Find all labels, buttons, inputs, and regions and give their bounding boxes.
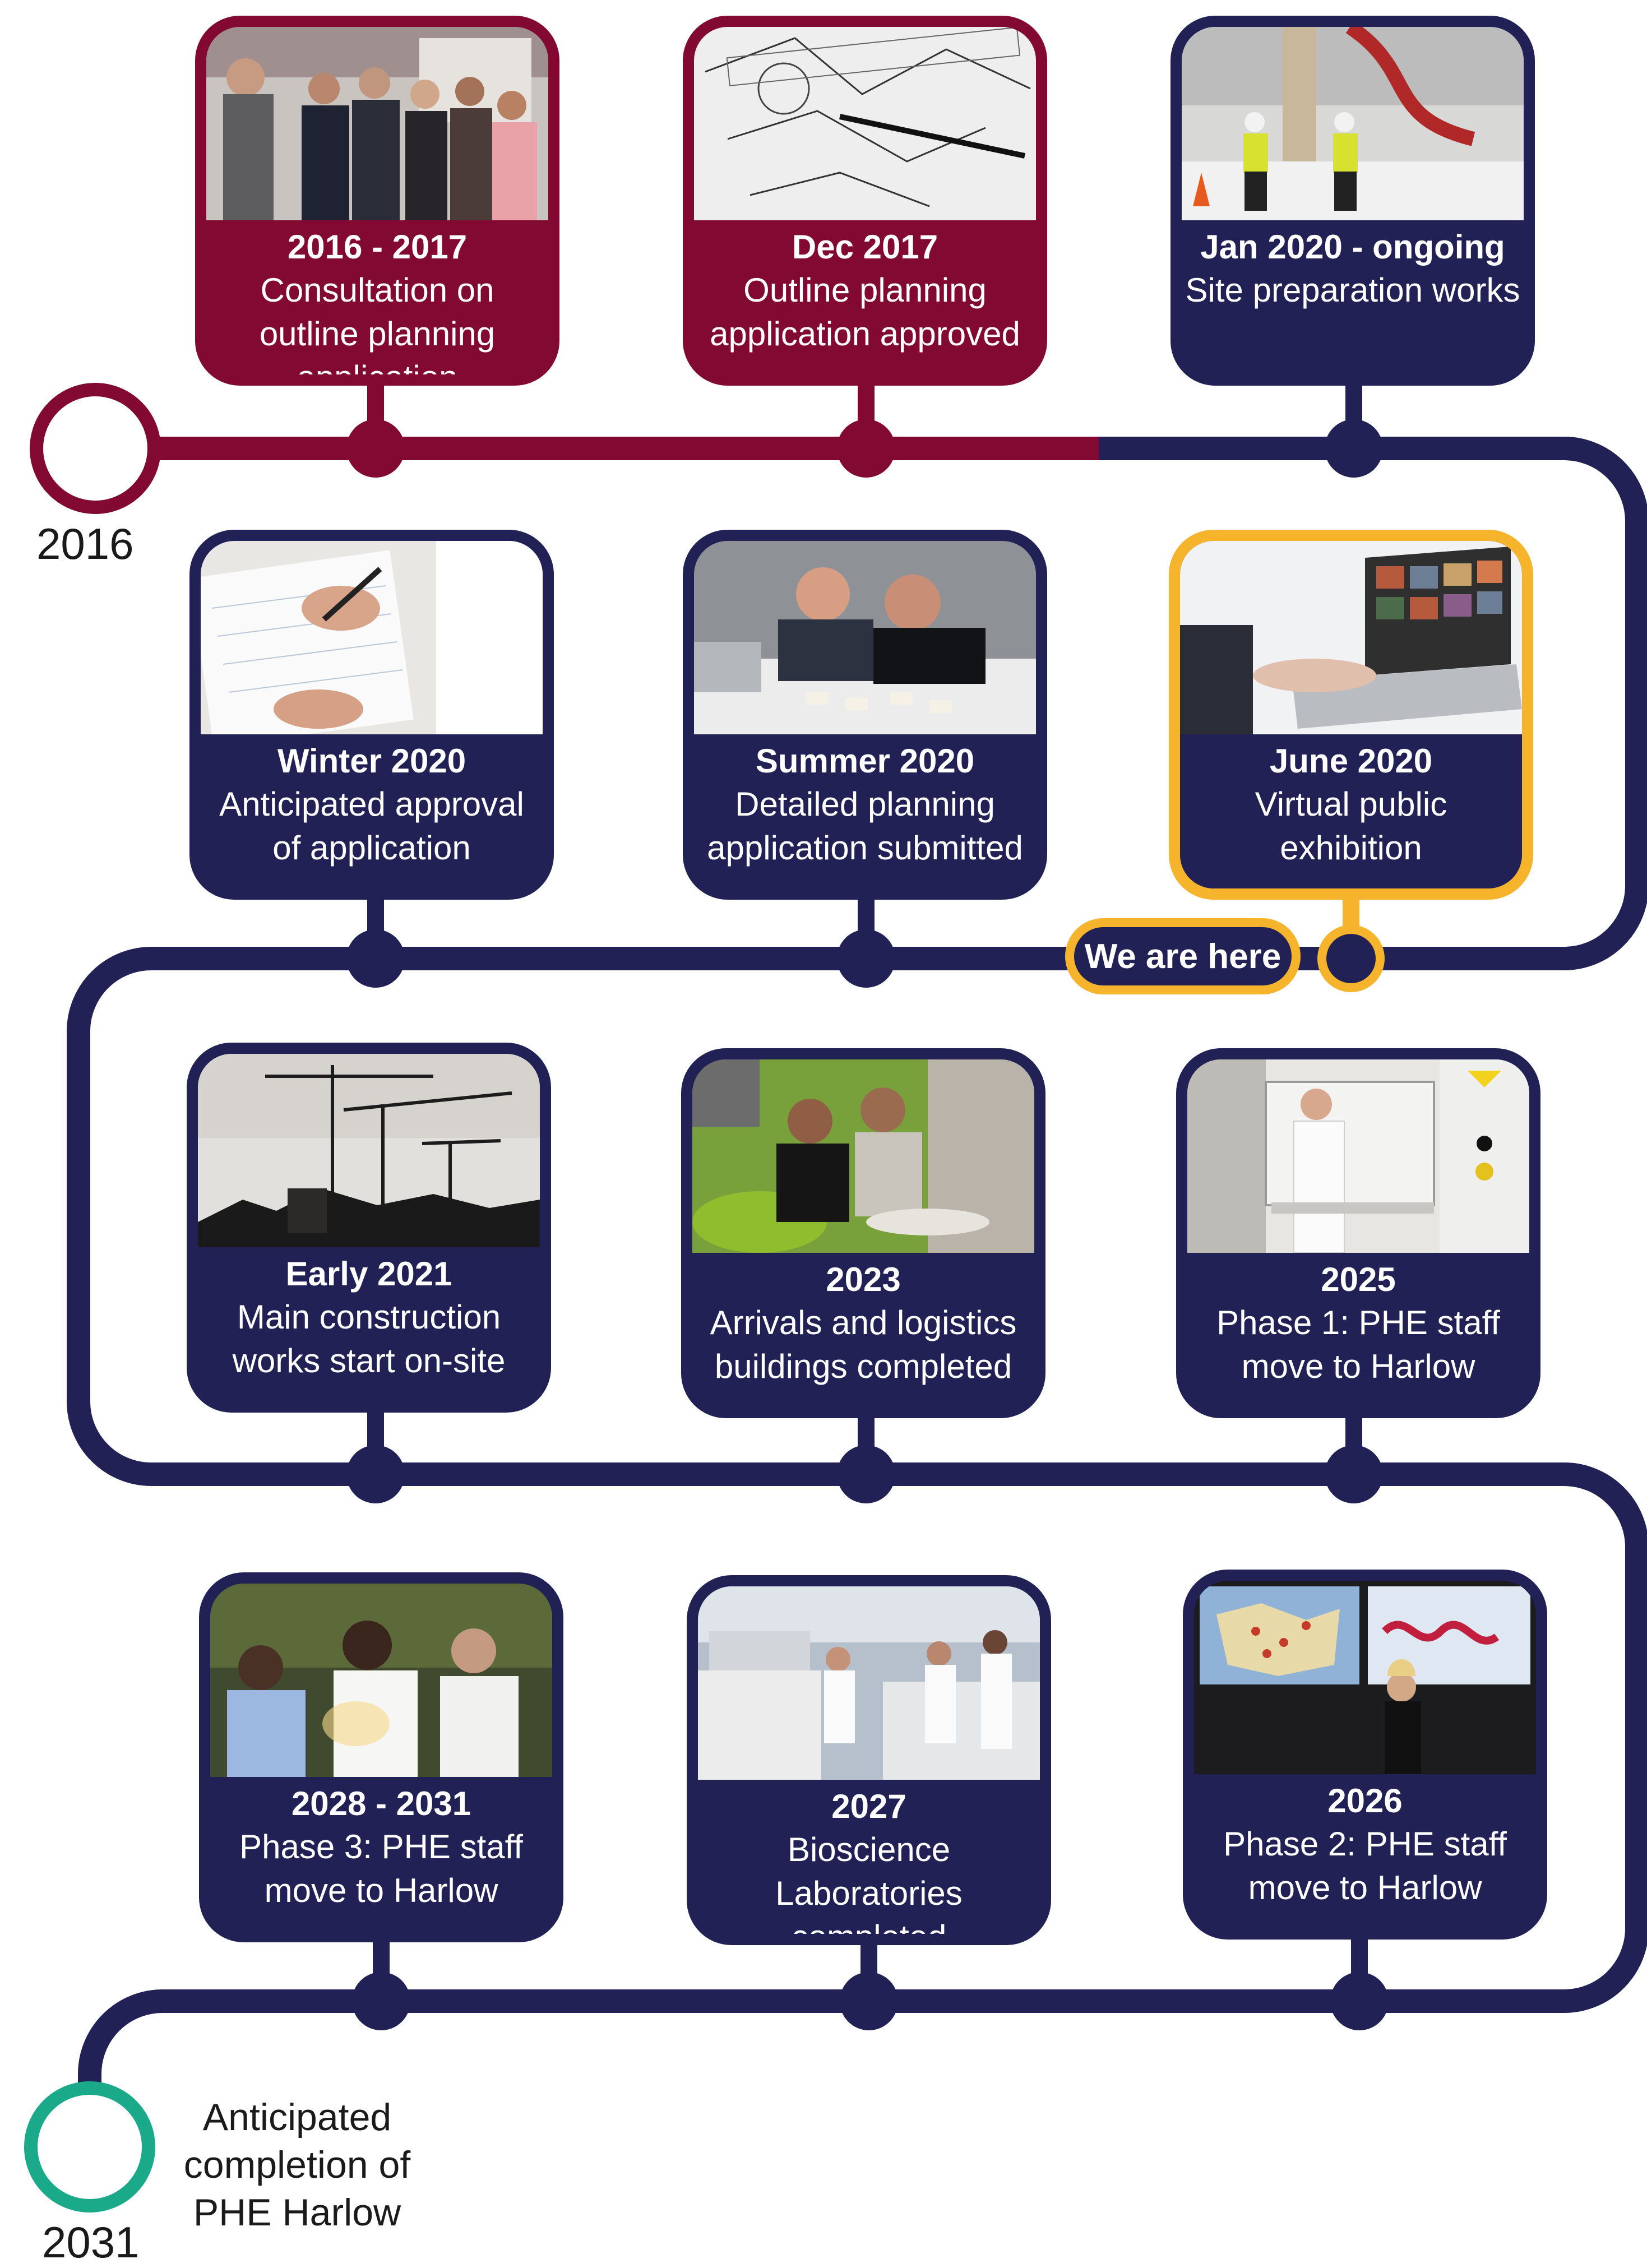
laptop-photo — [1180, 541, 1522, 734]
milestone-description: Phase 1: PHE staff move to Harlow — [1216, 1304, 1500, 1385]
end-year-label: 2031 — [42, 2218, 140, 2267]
milestone-card: 2028 - 2031 Phase 3: PHE staff move to H… — [199, 1572, 563, 1942]
milestone-date: Jan 2020 - ongoing — [1200, 228, 1505, 266]
node-jan-2020 — [1325, 419, 1383, 478]
planning-meeting-photo — [694, 541, 1036, 734]
milestone-card: Early 2021 Main construction works start… — [187, 1043, 551, 1413]
milestone-date: 2023 — [826, 1261, 901, 1298]
node-2028-2031 — [352, 1972, 410, 2030]
milestone-date: 2027 — [831, 1788, 906, 1825]
milestone-card: 2025 Phase 1: PHE staff move to Harlow — [1176, 1048, 1540, 1418]
site-workers-photo — [1182, 27, 1524, 220]
milestone-card-current: June 2020 Virtual public exhibition — [1169, 530, 1533, 900]
final-milestone-label: Anticipated completion of PHE Harlow — [183, 2096, 411, 2234]
milestone-card: Winter 2020 Anticipated approval of appl… — [189, 530, 554, 900]
milestone-card: 2027 Bioscience Laboratories completed — [687, 1575, 1051, 1945]
start-ring — [30, 383, 161, 514]
milestone-description: Consultation on outline planning applica… — [259, 271, 496, 386]
track-future — [67, 437, 1647, 2102]
milestone-card: Jan 2020 - ongoing Site preparation work… — [1171, 16, 1535, 386]
milestone-description: Arrivals and logistics buildings complet… — [710, 1304, 1017, 1385]
row3-nodes — [346, 1413, 1383, 1503]
row4-nodes — [352, 1940, 1389, 2030]
milestone-description: Bioscience Laboratories completed — [775, 1831, 963, 1945]
milestone-date: Summer 2020 — [755, 742, 975, 780]
node-winter-2020 — [346, 929, 405, 988]
node-2025 — [1325, 1445, 1383, 1503]
end-ring — [24, 2081, 155, 2213]
milestone-date: 2028 - 2031 — [291, 1785, 471, 1822]
node-2016-2017 — [346, 419, 405, 478]
cranes-photo — [198, 1054, 540, 1247]
milestone-date: Early 2021 — [285, 1255, 452, 1293]
milestone-date: June 2020 — [1269, 742, 1433, 780]
scientists-photo — [210, 1584, 552, 1777]
node-early-2021 — [346, 1445, 405, 1503]
milestone-description: Main construction works start on-site — [232, 1298, 506, 1380]
node-2027 — [840, 1972, 898, 2030]
milestone-description: Virtual public exhibition — [1255, 785, 1447, 867]
exhibition-visitors-photo — [206, 27, 548, 220]
architectural-sketch-photo — [694, 27, 1036, 220]
row1-nodes — [346, 381, 1383, 478]
milestone-card: 2026 Phase 2: PHE staff move to Harlow — [1183, 1570, 1547, 1940]
writing-document-photo — [201, 541, 543, 734]
milestone-description: Phase 2: PHE staff move to Harlow — [1223, 1825, 1507, 1906]
milestone-date: Dec 2017 — [792, 228, 938, 266]
meeting-room-photo — [692, 1059, 1034, 1253]
node-june-2020 — [1317, 925, 1385, 992]
milestone-card: Dec 2017 Outline planning application ap… — [683, 16, 1047, 386]
node-summer-2020 — [837, 929, 895, 988]
laboratory-photo — [1187, 1059, 1529, 1253]
start-year-label: 2016 — [36, 519, 134, 568]
milestone-description: Detailed planning application submitted — [707, 785, 1023, 867]
milestone-date: Winter 2020 — [277, 742, 466, 780]
milestone-description: Outline planning application approved — [710, 271, 1020, 353]
milestone-description: Site preparation works — [1185, 271, 1520, 309]
node-2023 — [837, 1445, 895, 1503]
milestone-card: Summer 2020 Detailed planning applicatio… — [683, 530, 1047, 900]
milestone-date: 2026 — [1327, 1782, 1403, 1820]
milestone-date: 2016 - 2017 — [287, 228, 468, 266]
milestone-card: 2016 - 2017 Consultation on outline plan… — [195, 16, 559, 386]
milestone-card: 2023 Arrivals and logistics buildings co… — [681, 1048, 1045, 1418]
bioscience-lab-photo — [698, 1586, 1040, 1780]
row2-nodes — [346, 897, 1385, 992]
node-dec-2017 — [837, 419, 895, 478]
milestone-date: 2025 — [1321, 1261, 1396, 1298]
milestone-description: Anticipated approval of application — [219, 785, 524, 867]
node-2026 — [1330, 1972, 1389, 2030]
we-are-here-badge: We are here — [1065, 918, 1301, 994]
milestone-description: Phase 3: PHE staff move to Harlow — [239, 1828, 523, 1909]
presentation-screen-photo — [1194, 1581, 1536, 1774]
